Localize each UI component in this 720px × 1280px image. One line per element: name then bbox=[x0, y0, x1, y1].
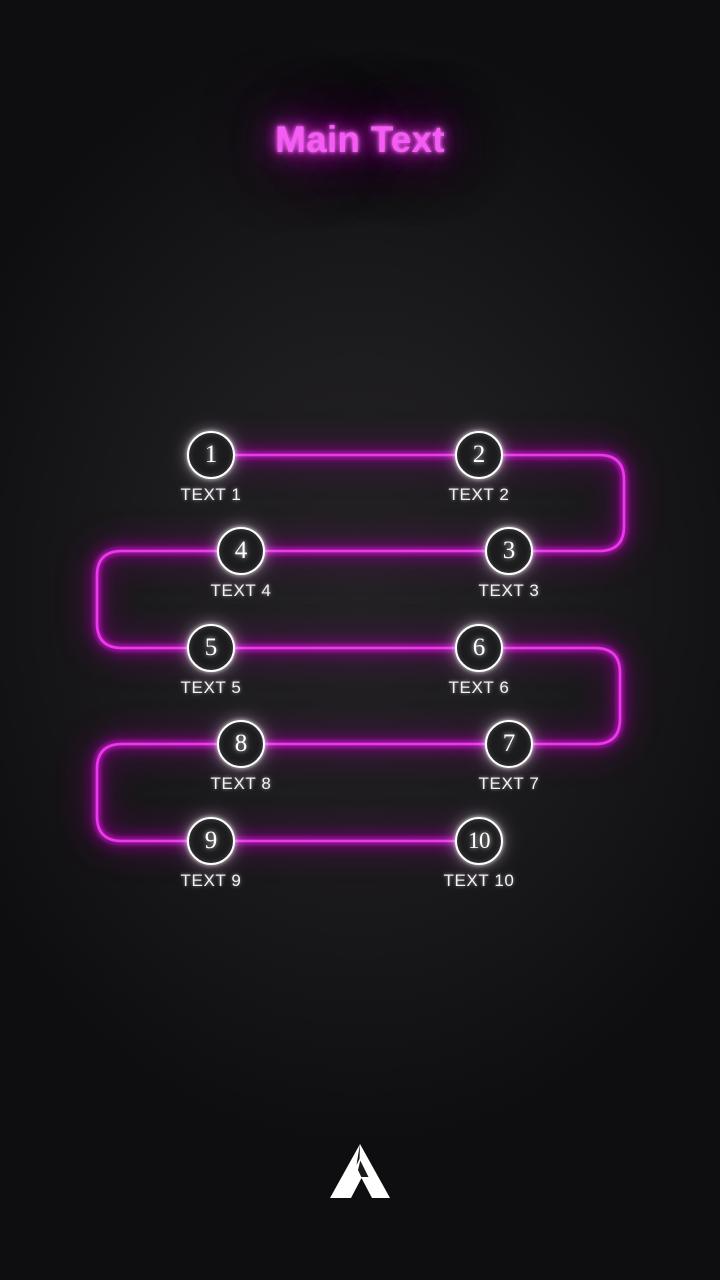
node-label: TEXT 2 bbox=[448, 485, 510, 504]
node-circle-4[interactable]: 4 bbox=[217, 527, 265, 575]
node-number: 3 bbox=[502, 536, 516, 564]
node-number: 6 bbox=[472, 633, 486, 661]
node-label: TEXT 7 bbox=[478, 774, 540, 793]
node-circle-7[interactable]: 7 bbox=[485, 720, 533, 768]
node-number: 7 bbox=[502, 729, 516, 757]
node-label: TEXT 4 bbox=[210, 581, 272, 600]
mountain-logo bbox=[330, 1144, 390, 1198]
page-title: Main Text bbox=[275, 119, 445, 160]
node-circle-2[interactable]: 2 bbox=[455, 431, 503, 479]
node-circle-6[interactable]: 6 bbox=[455, 624, 503, 672]
node-label: TEXT 3 bbox=[478, 581, 540, 600]
node-circle-10[interactable]: 10 bbox=[455, 817, 503, 865]
node-number: 4 bbox=[234, 536, 248, 564]
node-circle-8[interactable]: 8 bbox=[217, 720, 265, 768]
node-circle-9[interactable]: 9 bbox=[187, 817, 235, 865]
node-label: TEXT 9 bbox=[180, 871, 242, 890]
node-label: TEXT 6 bbox=[448, 678, 510, 697]
node-label: TEXT 5 bbox=[180, 678, 242, 697]
node-number: 9 bbox=[204, 826, 218, 854]
node-label: TEXT 8 bbox=[210, 774, 272, 793]
node-label: TEXT 1 bbox=[180, 485, 242, 504]
node-circle-3[interactable]: 3 bbox=[485, 527, 533, 575]
mountain-logo-notch bbox=[358, 1160, 369, 1177]
node-circle-1[interactable]: 1 bbox=[187, 431, 235, 479]
node-circle-5[interactable]: 5 bbox=[187, 624, 235, 672]
node-number: 2 bbox=[472, 440, 486, 468]
node-label: TEXT 10 bbox=[443, 871, 515, 890]
node-number: 8 bbox=[234, 729, 248, 757]
node-number: 10 bbox=[468, 827, 491, 853]
node-number: 1 bbox=[204, 440, 218, 468]
node-number: 5 bbox=[204, 633, 218, 661]
